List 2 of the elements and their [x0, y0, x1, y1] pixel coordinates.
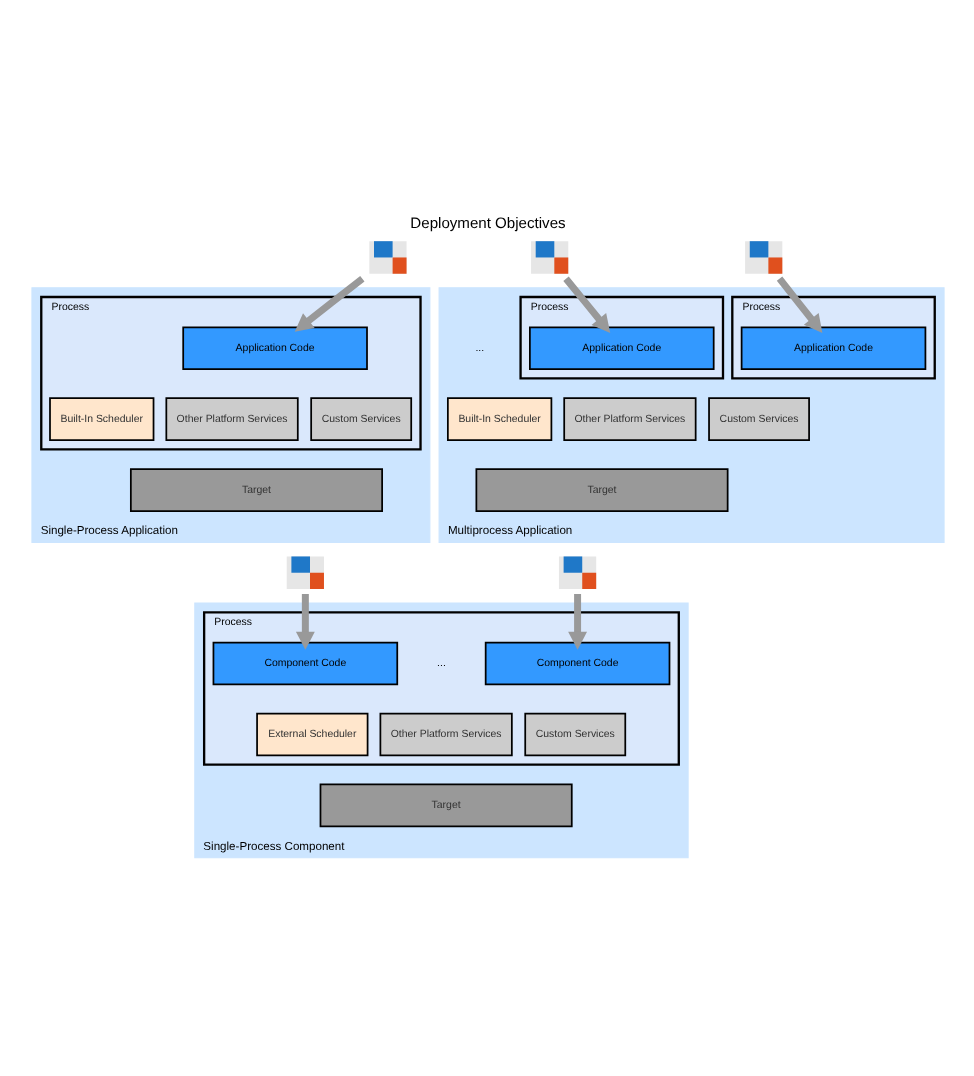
arrow [567, 592, 586, 649]
arrow [294, 592, 314, 649]
